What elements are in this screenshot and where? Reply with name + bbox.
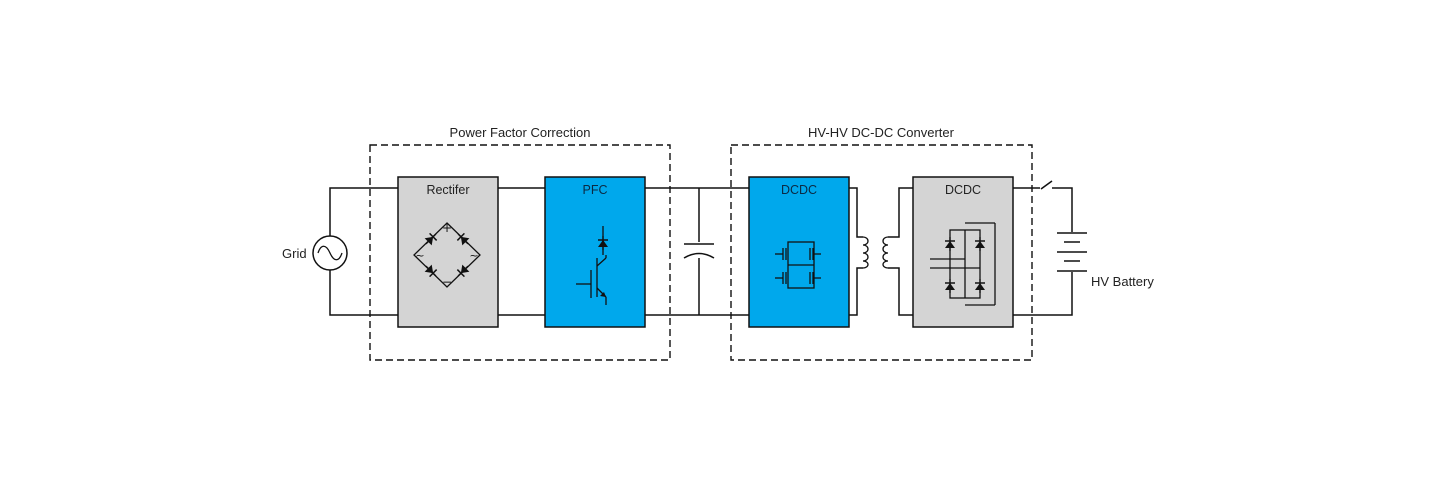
svg-text:−: −	[442, 275, 452, 289]
diode-bridge-icon: + − ~ ~	[413, 221, 481, 289]
dcdc-group-label: HV-HV DC-DC Converter	[808, 125, 955, 140]
transformer-icon	[862, 236, 889, 269]
pfc-group-label: Power Factor Correction	[450, 125, 591, 140]
pfc-block: PFC	[544, 176, 646, 328]
rectifier-block: Rectifer + − ~ ~	[397, 176, 499, 328]
svg-text:+: +	[442, 221, 452, 235]
grid-label: Grid	[282, 246, 307, 261]
dcdc-secondary-label: DCDC	[945, 183, 981, 197]
ac-source-icon	[312, 235, 348, 271]
svg-text:~: ~	[415, 249, 424, 262]
battery-icon	[1057, 232, 1087, 272]
dcdc-primary-label: DCDC	[781, 183, 817, 197]
dcdc-group-frame	[730, 144, 1033, 361]
pfc-label: PFC	[583, 183, 608, 197]
dcdc-secondary-block: DCDC	[912, 176, 1014, 328]
diode-bridge-icon	[930, 222, 996, 306]
igbt-icon	[576, 226, 609, 305]
rectifier-label: Rectifer	[426, 183, 469, 197]
wiring	[329, 180, 1073, 316]
battery-label: HV Battery	[1091, 274, 1154, 289]
dcdc-primary-block: DCDC	[748, 176, 850, 328]
svg-text:~: ~	[469, 249, 478, 262]
pfc-group-frame	[369, 144, 671, 361]
mosfet-bridge-icon	[775, 241, 821, 289]
